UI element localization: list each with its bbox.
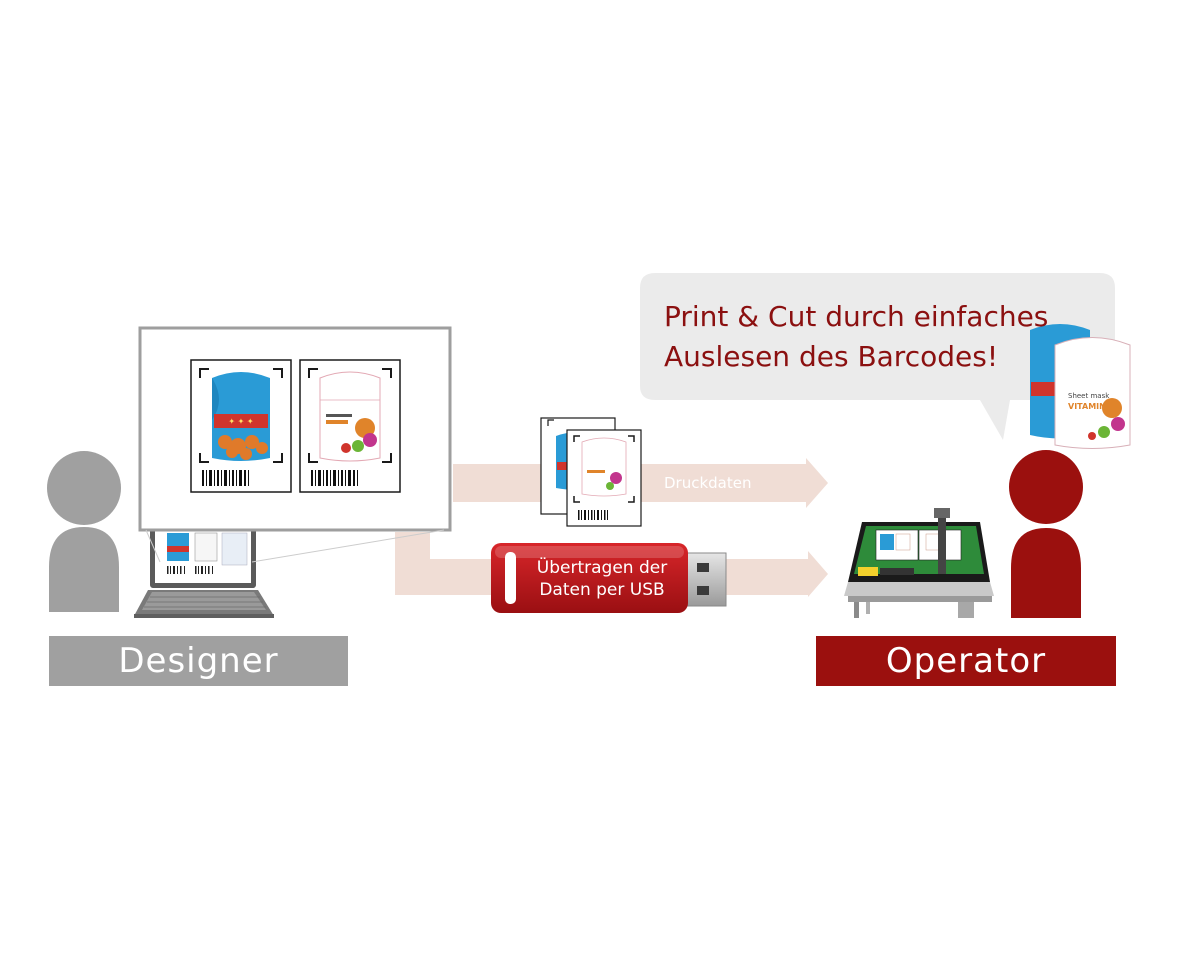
package-card-white	[299, 359, 401, 493]
bubble-line-2: Auslesen des Barcodes!	[664, 340, 999, 373]
laptop-icon	[134, 518, 274, 618]
cutting-plotter-icon	[844, 508, 994, 618]
svg-text:Sheet mask: Sheet mask	[1068, 392, 1110, 400]
svg-text:✦ ✦ ✦: ✦ ✦ ✦	[228, 417, 253, 426]
speech-bubble	[640, 273, 1115, 440]
usb-label-line-1: Übertragen der	[536, 558, 668, 578]
usb-label: Übertragen der Daten per USB	[522, 557, 682, 601]
design-window	[138, 326, 452, 563]
usb-stick-icon	[491, 543, 727, 613]
operator-label-bg	[816, 636, 1116, 686]
designer-person-icon	[47, 451, 121, 612]
svg-text:VITAMIN: VITAMIN	[1068, 402, 1106, 411]
usb-label-line-2: Daten per USB	[539, 580, 665, 600]
designer-label-bg	[49, 636, 348, 686]
product-boxes-icon: Sheet mask VITAMIN	[1030, 324, 1131, 449]
package-card-blue: ✦ ✦ ✦	[190, 359, 292, 493]
bubble-line-1: Print & Cut durch einfaches	[664, 300, 1049, 333]
designer-label: Designer	[118, 641, 279, 681]
operator-label: Operator	[885, 641, 1047, 681]
operator-person-icon	[1009, 450, 1083, 618]
print-data-documents	[540, 417, 642, 527]
print-data-label: Druckdaten	[664, 474, 752, 492]
